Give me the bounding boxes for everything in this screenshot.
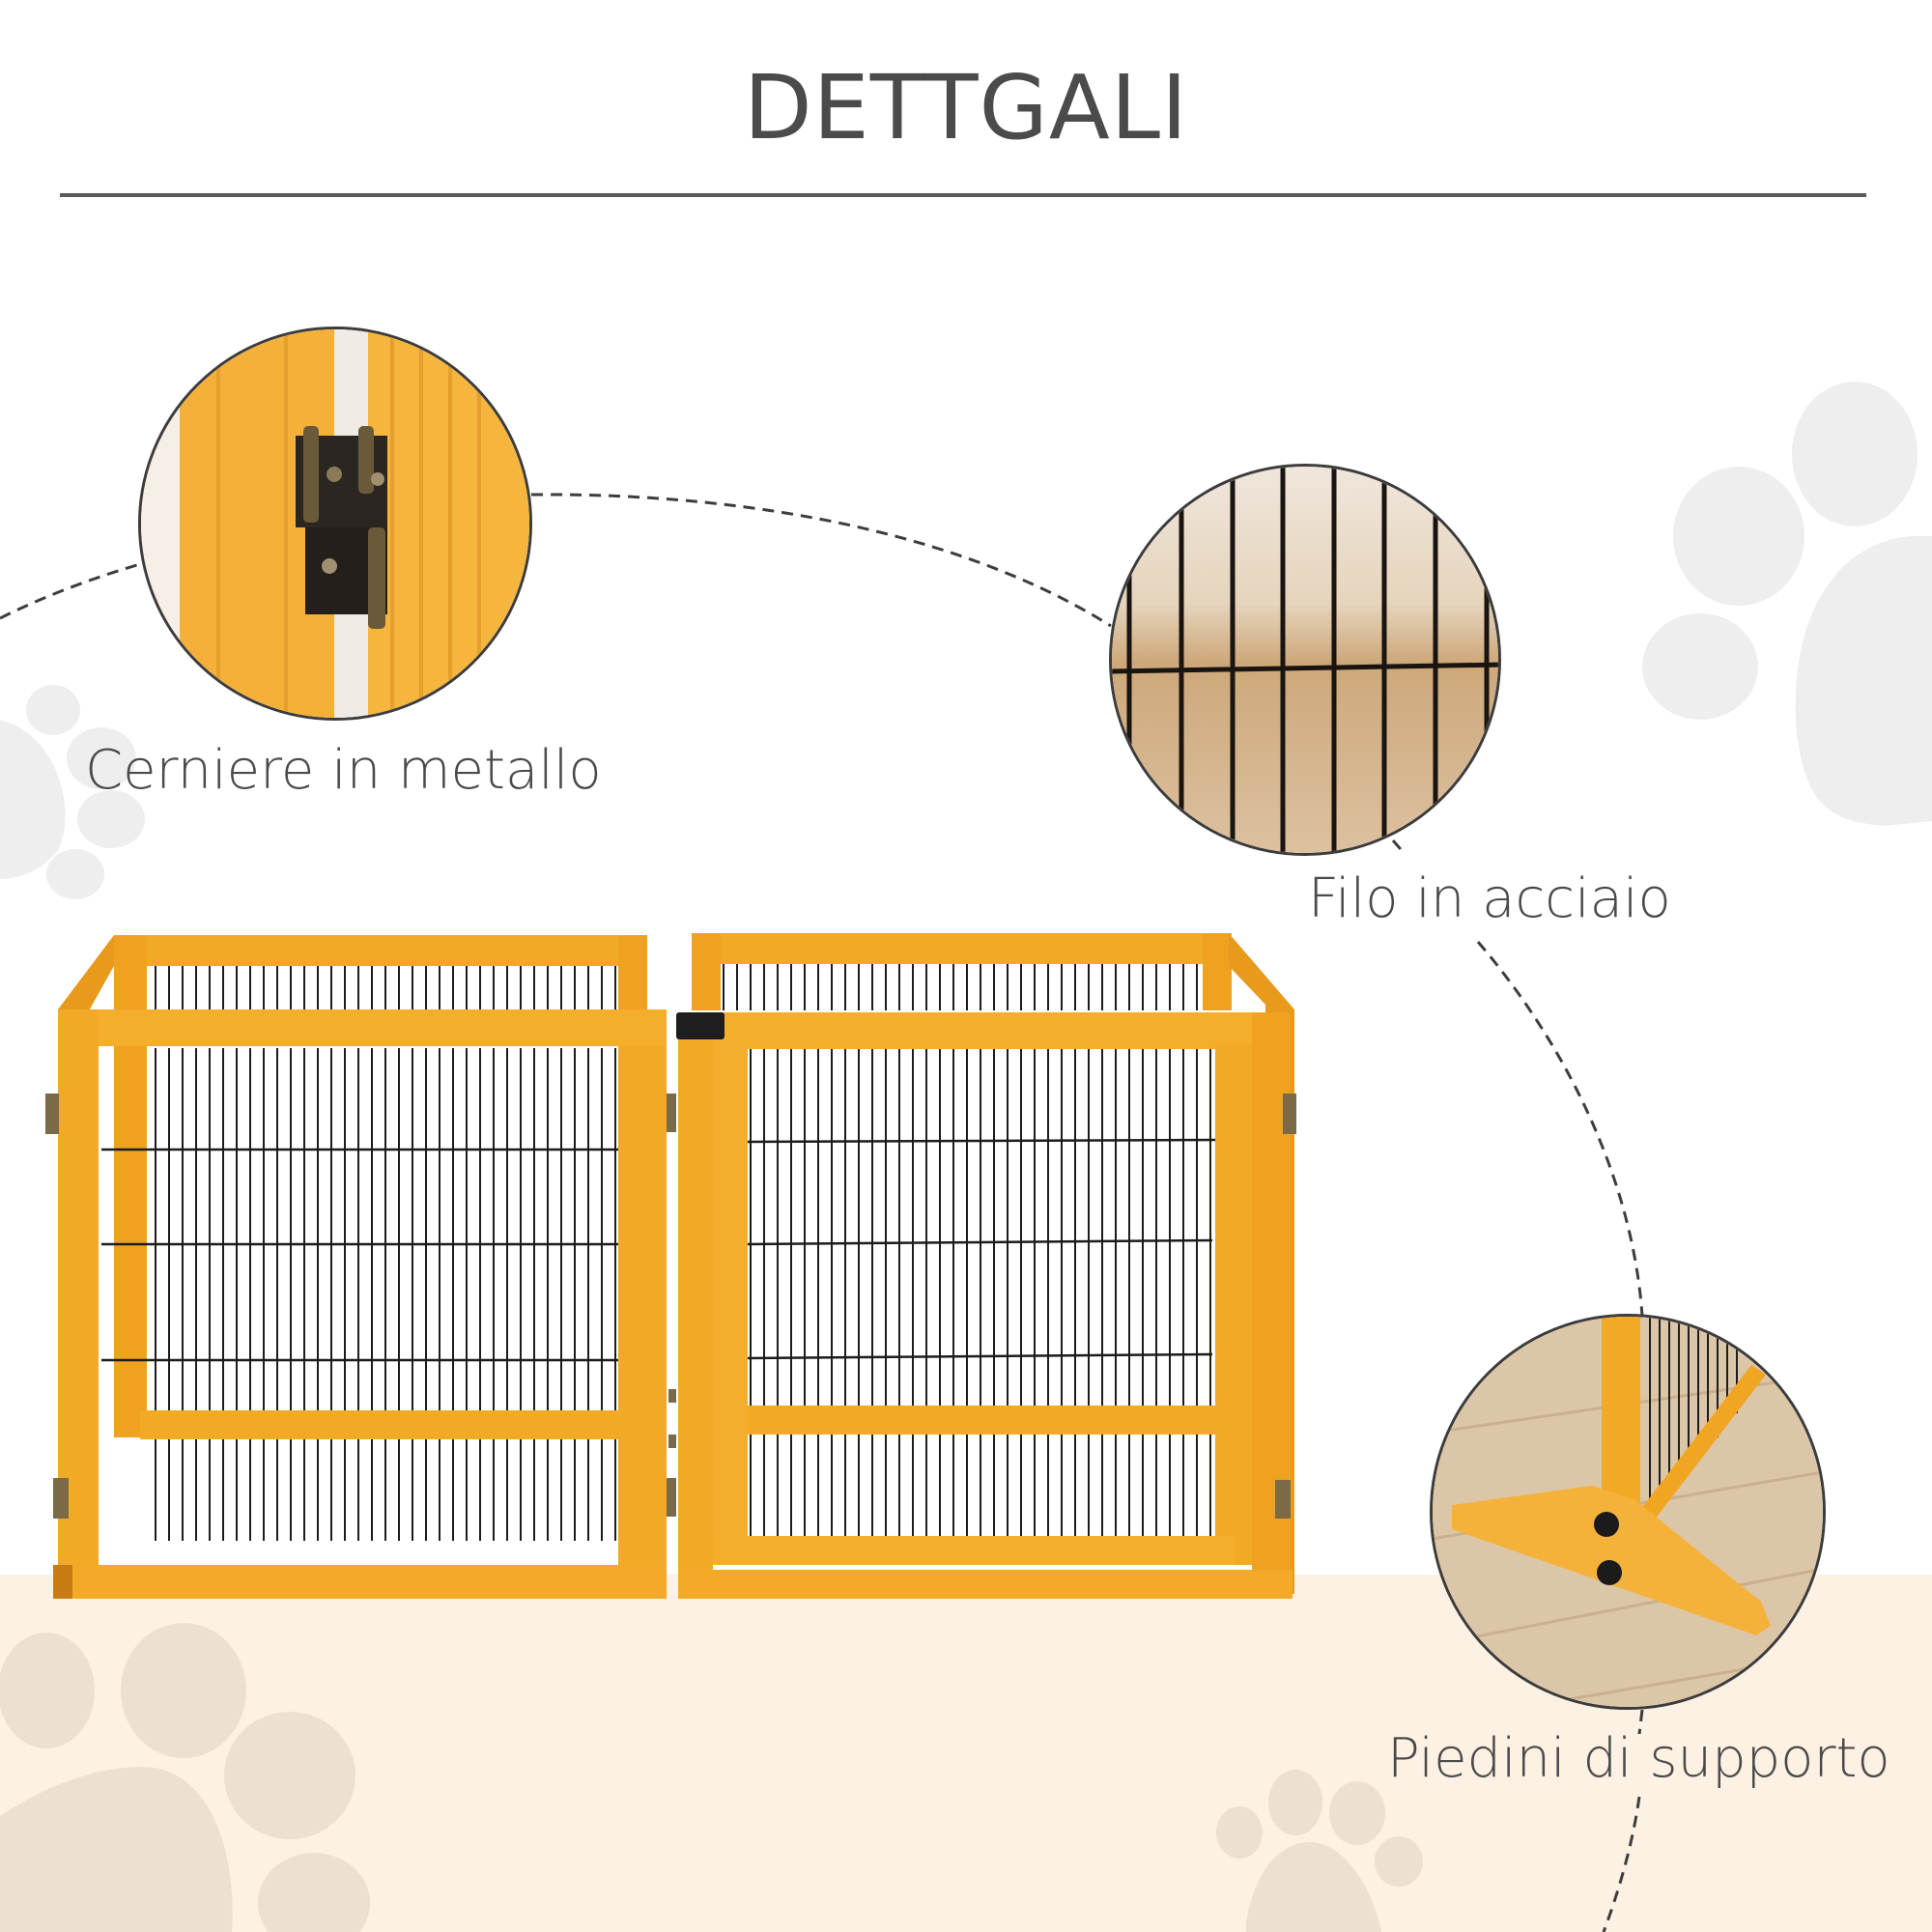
- paw-print-icon: [0, 685, 145, 899]
- paw-print-icon: [1642, 382, 1932, 826]
- connector-hinges-to-wire: [530, 493, 1112, 628]
- connector-feet-to-label: [1637, 1709, 1644, 1735]
- hinge-closeup-circle: [138, 327, 532, 721]
- front-panel-right-gate: [676, 1012, 1293, 1599]
- feet-closeup-circle: [1430, 1314, 1826, 1710]
- connector-feet-bottom: [1602, 1796, 1641, 1932]
- paw-print-icon: [1216, 1770, 1423, 1932]
- wire-closeup-circle: [1109, 464, 1501, 856]
- page-title: DETTGALI: [743, 56, 1189, 159]
- callout-label-hinges: Cerniere in metallo: [85, 739, 602, 802]
- title-divider: [60, 193, 1866, 197]
- callout-label-feet: Piedini di supporto: [1387, 1727, 1890, 1790]
- paw-print-icon: [0, 1623, 370, 1932]
- callout-label-wire: Filo in acciaio: [1308, 867, 1671, 930]
- steel-wire-closeup-icon: [1112, 467, 1498, 853]
- back-panel-right: [692, 933, 1232, 1010]
- front-panel-left: [53, 1009, 667, 1599]
- hinge-closeup-icon: [141, 329, 529, 718]
- support-foot-closeup-icon: [1433, 1317, 1823, 1707]
- gate-latch: [676, 1012, 724, 1039]
- connector-wire-to-label: [1391, 839, 1407, 856]
- connector-wire-to-feet: [1476, 941, 1644, 1317]
